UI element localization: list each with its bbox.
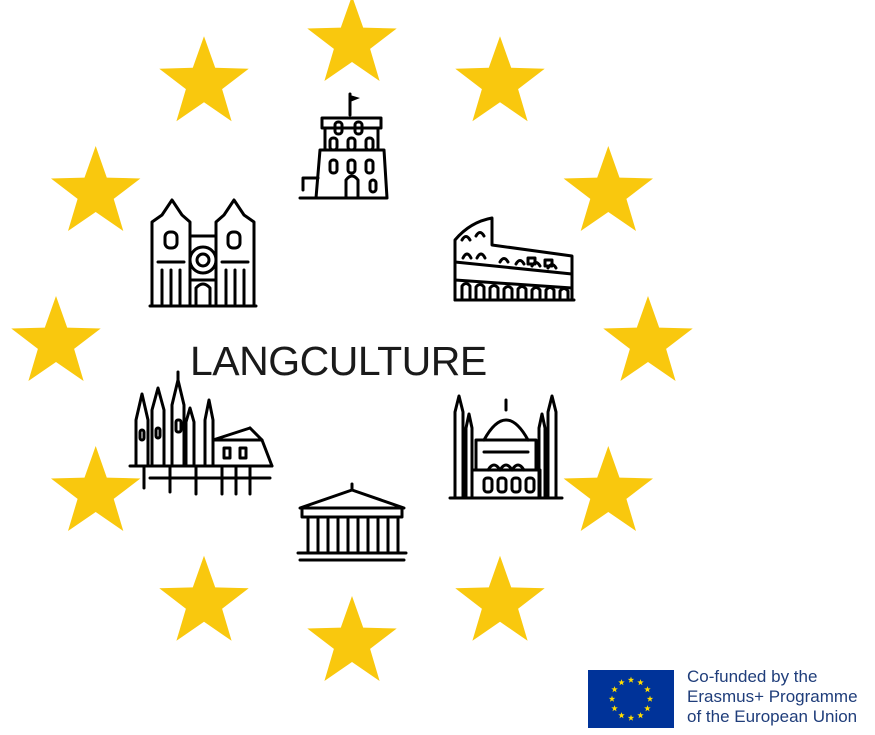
ring-star: [455, 36, 545, 122]
eu-flag-star: [627, 676, 635, 683]
eu-cofunding-text: Co-funded by the Erasmus+ Programme of t…: [687, 667, 858, 727]
ring-star: [603, 296, 693, 381]
eu-flag-star: [637, 679, 644, 686]
page-title: LANGCULTURE: [190, 338, 487, 384]
ring-star: [563, 446, 653, 531]
eu-flag-star: [618, 679, 625, 686]
eu-flag-star: [644, 686, 651, 693]
parthenon-icon: [296, 482, 408, 562]
porto-cathedral-icon: [148, 198, 258, 308]
ring-star: [11, 296, 101, 381]
eu-flag-star: [608, 695, 616, 702]
ring-star: [455, 555, 545, 641]
ring-star: [159, 36, 249, 122]
eu-flag-icon: [588, 670, 674, 728]
hagia-sophia-icon: [448, 394, 564, 500]
star-ring: [11, 0, 693, 681]
eu-flag-star: [618, 712, 625, 719]
ring-star: [307, 0, 397, 81]
eu-flag-star: [627, 714, 635, 721]
ring-star: [563, 146, 653, 231]
eu-flag-star: [611, 705, 618, 712]
eu-text-line-2: Erasmus+ Programme: [687, 687, 858, 706]
eu-cofunding-badge: Co-funded by the Erasmus+ Programme of t…: [588, 667, 872, 735]
ring-star: [51, 146, 141, 231]
eu-flag-star: [611, 686, 618, 693]
colosseum-icon: [453, 216, 576, 302]
eu-flag-star: [637, 712, 644, 719]
ring-star: [159, 555, 249, 641]
gediminas-tower-icon: [298, 92, 389, 200]
ring-star: [51, 446, 141, 531]
eu-flag-star: [644, 705, 651, 712]
prague-castle-icon: [128, 370, 274, 496]
ring-star: [307, 596, 397, 681]
eu-text-line-1: Co-funded by the: [687, 667, 818, 686]
eu-text-line-3: of the European Union: [687, 707, 858, 726]
eu-flag-star: [646, 695, 654, 702]
